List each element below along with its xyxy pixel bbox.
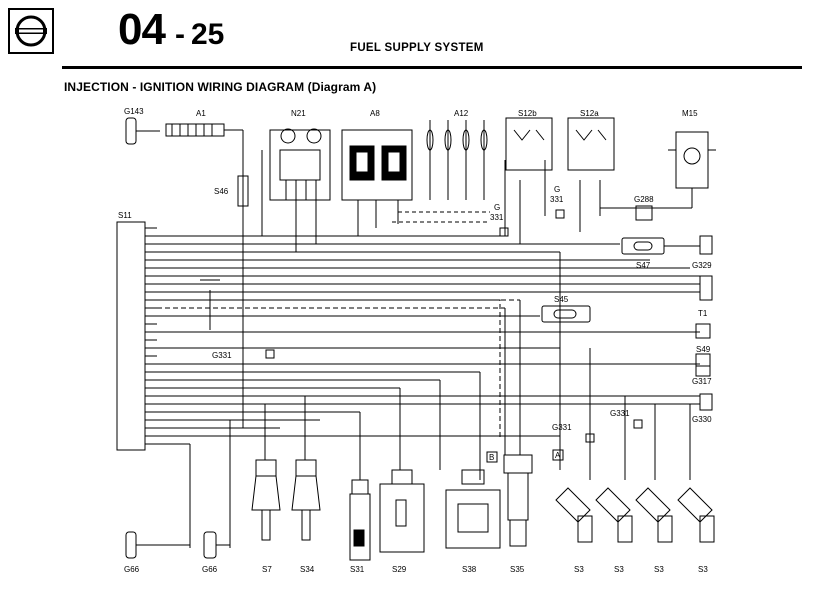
label-g331-d: G331 — [610, 409, 630, 418]
vertical-wires — [189, 130, 691, 548]
page-number-value: 25 — [190, 18, 225, 51]
label-s7: S7 — [262, 565, 272, 574]
g331-node-d — [633, 419, 643, 429]
label-m15: M15 — [682, 109, 698, 118]
label-s11: S11 — [118, 211, 132, 220]
label-g288: G288 — [634, 195, 654, 204]
g143-ground — [125, 117, 160, 145]
label-s29: S29 — [392, 565, 407, 574]
t1-connector — [695, 323, 711, 339]
label-s45: S45 — [554, 295, 569, 304]
chapter-number: 04 — [118, 5, 166, 54]
box-b — [486, 451, 498, 463]
s29-sensor — [379, 469, 425, 553]
label-t1: T1 — [698, 309, 708, 318]
label-g331-b: G — [554, 185, 560, 194]
label-s49: S49 — [696, 345, 711, 354]
label-s3-1: S3 — [574, 565, 584, 574]
section-title: FUEL SUPPLY SYSTEM — [350, 42, 484, 54]
s3-injector-4 — [677, 487, 715, 543]
label-a12: A12 — [454, 109, 469, 118]
a1-component — [165, 123, 243, 137]
label-a1: A1 — [196, 109, 206, 118]
a8-component — [341, 129, 413, 201]
label-s34: S34 — [300, 565, 315, 574]
label-s12b: S12b — [518, 109, 537, 118]
label-s3-4: S3 — [698, 565, 708, 574]
g288-connector — [635, 205, 653, 221]
s46-fuse — [237, 175, 249, 207]
diagram-title: INJECTION - IGNITION WIRING DIAGRAM (Dia… — [64, 80, 377, 94]
component-labels: G143 A1 N21 A8 A12 S12b S12a M15 S46 S11… — [118, 107, 712, 574]
s3-injector-3 — [635, 487, 673, 543]
s12a-relay — [567, 117, 615, 171]
s7-sensor — [251, 459, 281, 541]
label-a8: A8 — [370, 109, 380, 118]
g331-node-b — [555, 209, 565, 219]
label-g66-a: G66 — [124, 565, 140, 574]
splice-node-left — [200, 279, 220, 330]
s31-sensor — [349, 479, 371, 561]
label-n21: N21 — [291, 109, 306, 118]
g317-connector — [695, 365, 711, 377]
g329-connector — [699, 235, 713, 255]
m15-fuel-pump — [600, 131, 716, 209]
label-g331-left: G331 — [212, 351, 232, 360]
label-s31: S31 — [350, 565, 365, 574]
page-number: 04-25 — [118, 8, 224, 52]
s12b-relay — [505, 117, 553, 171]
brand-logo — [8, 8, 54, 54]
label-box-a: A — [555, 451, 561, 460]
t1-block — [699, 275, 713, 301]
label-g329: G329 — [692, 261, 712, 270]
label-s38: S38 — [462, 565, 477, 574]
label-g317: G317 — [692, 377, 712, 386]
g331-node-a — [499, 227, 509, 237]
label-g330: G330 — [692, 415, 712, 424]
s45-fuse — [541, 305, 591, 323]
label-g331-c: G331 — [552, 423, 572, 432]
label-s3-2: S3 — [614, 565, 624, 574]
box-a — [552, 449, 564, 461]
s3-injector-2 — [595, 487, 633, 543]
g66-ground-b — [203, 531, 217, 559]
label-s35: S35 — [510, 565, 525, 574]
label-s12a: S12a — [580, 109, 599, 118]
label-s47: S47 — [636, 261, 651, 270]
g66-ground-a — [125, 531, 137, 559]
g331-node-c — [585, 433, 595, 443]
header-rule — [62, 66, 802, 69]
logo-emblem-icon — [15, 15, 47, 47]
label-s46: S46 — [214, 187, 229, 196]
g330-connector — [699, 393, 713, 411]
shield-wire — [160, 299, 501, 440]
label-g331-b2: 331 — [550, 195, 564, 204]
label-g331-a: G — [494, 203, 500, 212]
a12-spark-plugs — [392, 120, 490, 223]
label-s3-3: S3 — [654, 565, 664, 574]
label-g331-a2: 331 — [490, 213, 504, 222]
label-g66-b: G66 — [202, 565, 218, 574]
s3-injector-1 — [555, 487, 593, 543]
chapter-dash: - — [174, 18, 185, 51]
s11-pins — [145, 227, 157, 445]
label-g143: G143 — [124, 107, 144, 116]
label-box-b: B — [489, 453, 494, 462]
s34-sensor — [291, 459, 321, 541]
n21-component — [269, 128, 331, 201]
g331-node-left — [265, 349, 275, 359]
s47-fuse — [621, 237, 700, 255]
s11-connector — [116, 221, 146, 451]
s38-sensor — [445, 469, 501, 549]
s35-sensor — [503, 454, 533, 547]
